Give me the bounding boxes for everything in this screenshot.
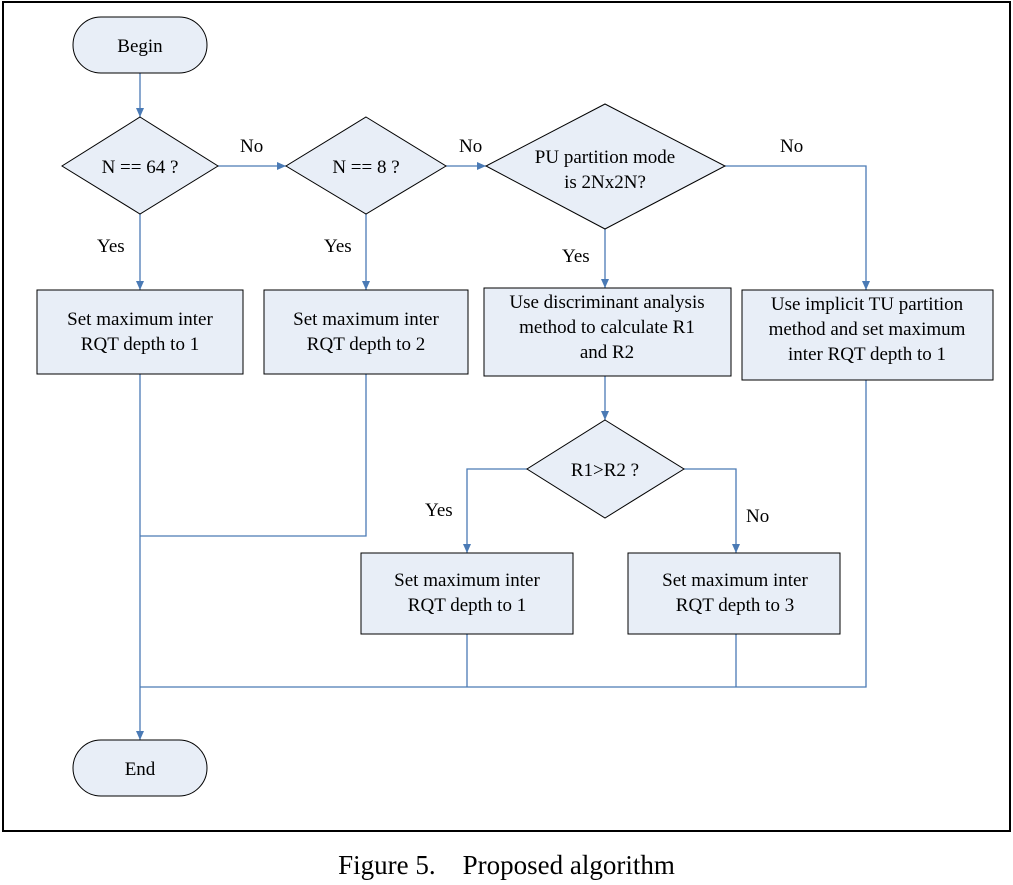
- edge-set2-merge: [140, 374, 367, 537]
- set1a-label-line: RQT depth to 1: [81, 334, 199, 355]
- implicit-label-line: method and set maximum: [769, 319, 966, 340]
- connectors: [136, 73, 870, 740]
- begin-label: Begin: [117, 36, 163, 57]
- pu-label-line: is 2Nx2N?: [564, 172, 646, 193]
- n8-decision: [285, 116, 447, 215]
- disc-label-line: method to calculate R1: [519, 317, 695, 338]
- disc-label: Use discriminant analysis method to calcu…: [509, 292, 704, 363]
- pu-label-line: PU partition mode: [535, 147, 675, 168]
- diagram-frame: [2, 1, 1011, 832]
- n8-no-label: No: [459, 136, 482, 157]
- set3-process: [627, 552, 841, 635]
- n64-no-label: No: [240, 136, 263, 157]
- pu-no-label: No: [780, 136, 803, 157]
- node-labels: Begin N == 64 ? N == 8 ? PU partition mo…: [67, 36, 965, 780]
- disc-label-line: Use discriminant analysis: [509, 292, 704, 313]
- edge-implicit-merge: [140, 380, 867, 688]
- n64-label: N == 64 ?: [102, 157, 179, 178]
- disc-label-line: and R2: [580, 342, 634, 363]
- begin-label-line: Begin: [117, 36, 163, 57]
- set2-label-line: RQT depth to 2: [307, 334, 425, 355]
- n8-label: N == 8 ?: [332, 157, 399, 178]
- implicit-label-line: Use implicit TU partition: [771, 294, 964, 315]
- pu-decision: [484, 103, 727, 230]
- begin-terminal: [72, 16, 208, 74]
- r1r2-no-label: No: [746, 506, 769, 527]
- pu-yes-label: Yes: [562, 246, 590, 267]
- edge-labels: No No No Yes Yes Yes Yes No: [97, 136, 803, 527]
- set1b-process: [360, 552, 574, 635]
- n64-label-line: N == 64 ?: [102, 157, 179, 178]
- end-terminal: [72, 739, 208, 797]
- disc-process: [483, 287, 732, 377]
- set2-label-line: Set maximum inter: [293, 309, 439, 330]
- set3-label-line: RQT depth to 3: [676, 595, 794, 616]
- shapes: [36, 16, 994, 797]
- r1r2-decision: [526, 419, 685, 519]
- n8-yes-label: Yes: [324, 236, 352, 257]
- edge-r1r2-set1b: [463, 468, 527, 553]
- end-label-line: End: [125, 759, 156, 780]
- edge-r1r2-set3: [684, 468, 740, 553]
- figure-caption: Figure 5. Proposed algorithm: [338, 850, 675, 880]
- set1a-label-line: Set maximum inter: [67, 309, 213, 330]
- r1r2-yes-label: Yes: [425, 500, 453, 521]
- set1b-label-line: RQT depth to 1: [408, 595, 526, 616]
- implicit-process: [741, 289, 994, 381]
- n64-yes-label: Yes: [97, 236, 125, 257]
- implicit-label-line: inter RQT depth to 1: [788, 344, 946, 365]
- end-label: End: [125, 759, 156, 780]
- set1b-label-line: Set maximum inter: [394, 570, 540, 591]
- implicit-label: Use implicit TU partition method and set …: [769, 294, 966, 365]
- set1a-process: [36, 289, 244, 375]
- n8-label-line: N == 8 ?: [332, 157, 399, 178]
- edge-pu-implicit: [725, 165, 870, 290]
- r1r2-label: R1>R2 ?: [571, 460, 639, 481]
- set3-label-line: Set maximum inter: [662, 570, 808, 591]
- set2-process: [263, 289, 469, 375]
- n64-decision: [61, 116, 219, 215]
- r1r2-label-line: R1>R2 ?: [571, 460, 639, 481]
- pu-label: PU partition mode is 2Nx2N?: [535, 147, 675, 193]
